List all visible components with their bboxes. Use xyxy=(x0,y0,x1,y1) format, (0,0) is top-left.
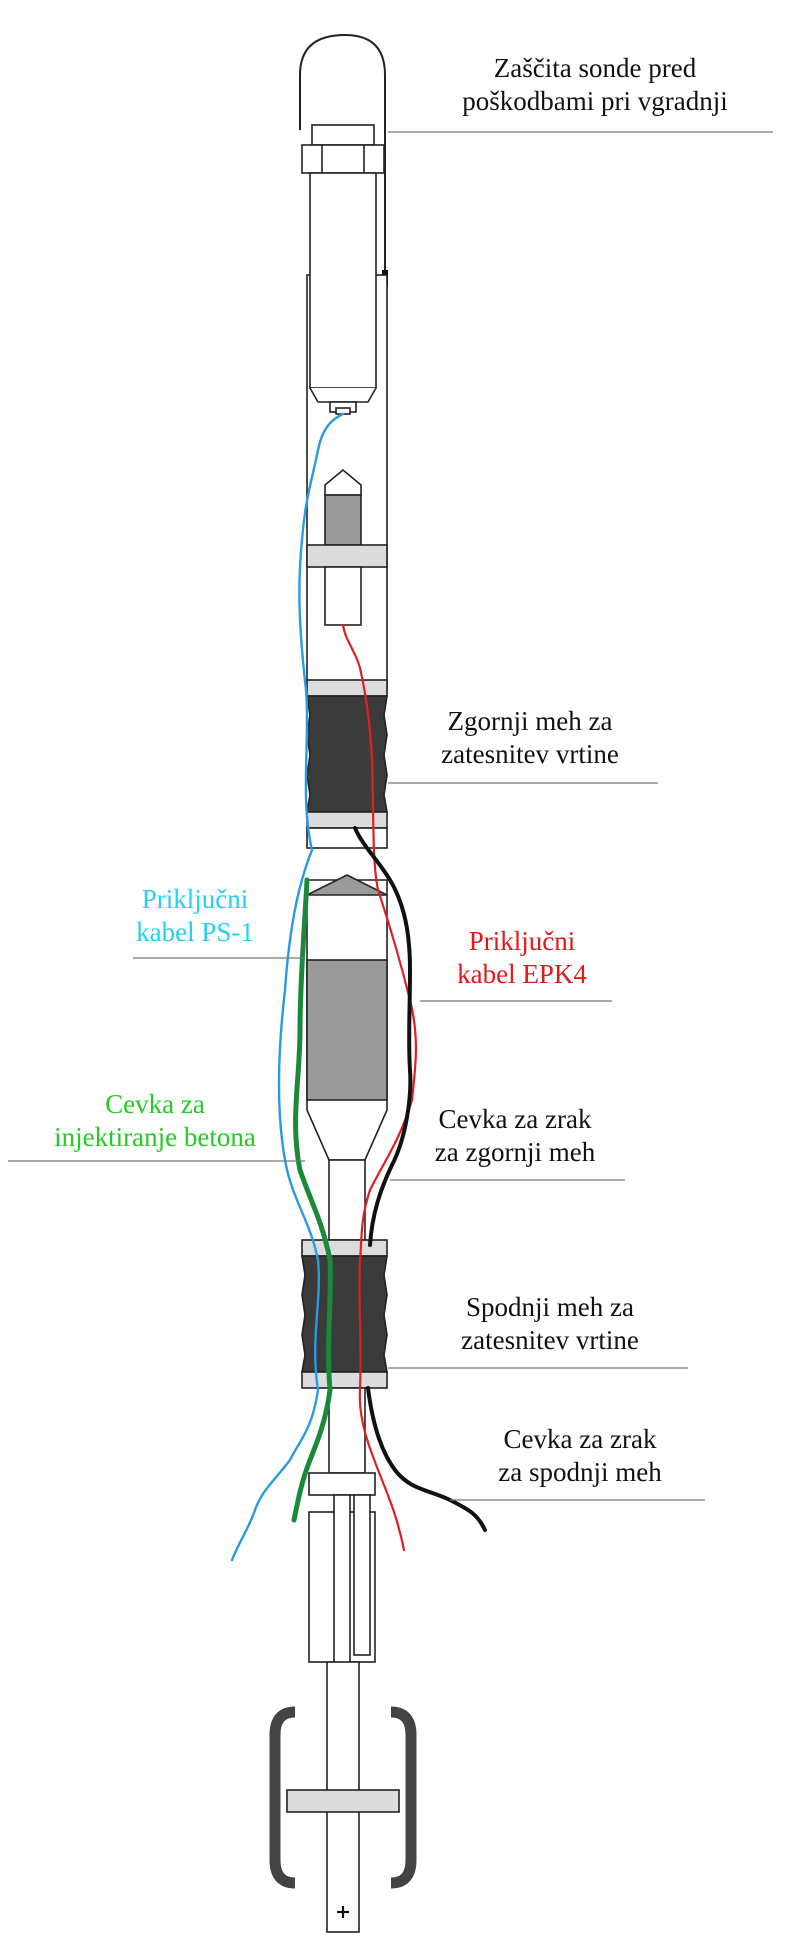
label-air-lower-line2: za spodnji meh xyxy=(498,1457,662,1487)
cap-nut-top xyxy=(311,124,375,146)
label-air-upper: Cevka za zrak za zgornji meh xyxy=(415,1103,615,1169)
label-upper-packer-line1: Zgornji meh za xyxy=(447,706,613,736)
label-concrete-tube-line2: injektiranje betona xyxy=(54,1122,256,1152)
label-protection-line1: Zaščita sonde pred xyxy=(493,53,697,83)
label-air-lower: Cevka za zrak za spodnji meh xyxy=(470,1423,690,1489)
cable-ps1 xyxy=(230,412,345,1562)
upper-packer-bellows xyxy=(306,695,388,813)
upper-sensor-base xyxy=(324,566,362,626)
label-cable-epk4-line2: kabel EPK4 xyxy=(457,959,587,989)
middle-tube xyxy=(306,827,388,849)
anchor-bracket-right xyxy=(390,1706,417,1889)
label-cable-epk4: Priključni kabel EPK4 xyxy=(442,925,602,991)
middle-stem xyxy=(328,1159,366,1241)
air-tube-upper xyxy=(353,826,413,1247)
label-air-upper-line1: Cevka za zrak xyxy=(438,1104,592,1134)
label-upper-packer: Zgornji meh za zatesnitev vrtine xyxy=(420,705,640,771)
label-lower-packer-line1: Spodnji meh za xyxy=(466,1292,634,1322)
air-tube-lower xyxy=(366,1386,487,1532)
anchor-bracket-left xyxy=(269,1706,296,1889)
middle-sensor-body xyxy=(306,959,388,1101)
lower-packer-ring-bottom xyxy=(301,1371,388,1389)
probe-bottom xyxy=(309,387,377,403)
upper-sensor-body xyxy=(324,494,362,546)
middle-sensor-tip xyxy=(306,874,388,896)
label-cable-ps1: Priključni kabel PS-1 xyxy=(120,883,270,949)
label-cable-ps1-line2: kabel PS-1 xyxy=(136,917,254,947)
upper-sensor-ring xyxy=(306,544,388,568)
label-lower-packer: Spodnji meh za zatesnitev vrtine xyxy=(435,1291,665,1357)
label-cable-ps1-line1: Priključni xyxy=(141,884,249,914)
label-upper-packer-line2: zatesnitev vrtine xyxy=(441,739,619,769)
lower-clamp xyxy=(308,1472,376,1496)
label-air-upper-line2: za zgornji meh xyxy=(434,1137,596,1167)
probe-body xyxy=(309,172,377,389)
concrete-tube xyxy=(291,877,333,1523)
label-lower-packer-line2: zatesnitev vrtine xyxy=(461,1325,639,1355)
label-air-lower-line1: Cevka za zrak xyxy=(503,1424,657,1454)
label-protection-line2: poškodbami pri vgradnji xyxy=(462,86,728,116)
cable-epk4 xyxy=(341,623,418,1552)
anchor-bar xyxy=(286,1789,400,1813)
label-concrete-tube: Cevka za injektiranje betona xyxy=(25,1088,285,1154)
label-protection: Zaščita sonde pred poškodbami pri vgradn… xyxy=(440,52,750,118)
upper-packer-ring-top xyxy=(306,679,388,697)
label-concrete-tube-line1: Cevka za xyxy=(105,1089,205,1119)
cap-nut xyxy=(301,144,385,174)
protection-hook xyxy=(299,33,386,280)
upper-packer-ring-bottom xyxy=(306,811,388,829)
label-cable-epk4-line1: Priključni xyxy=(468,926,576,956)
